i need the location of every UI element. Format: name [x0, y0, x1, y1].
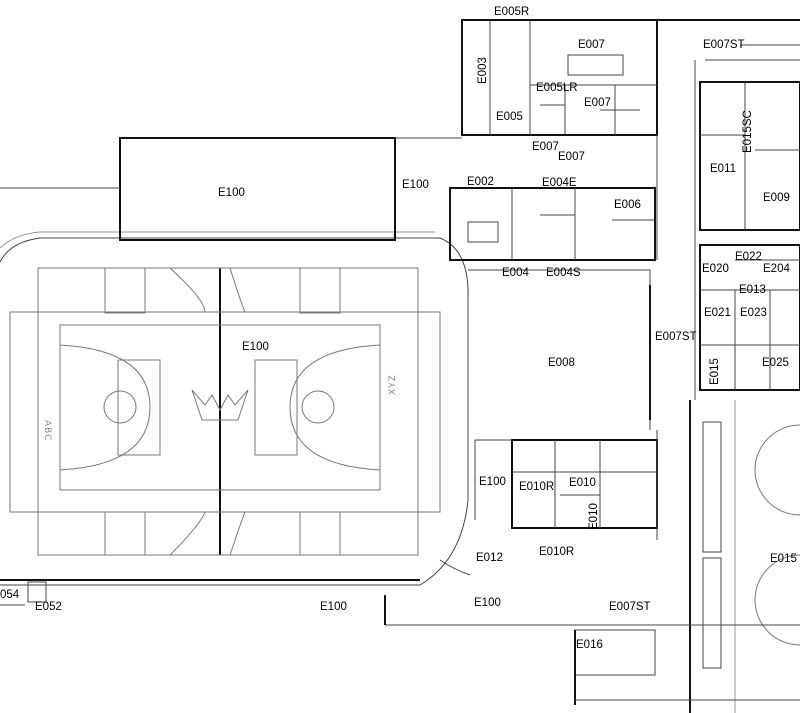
room-label-e004e: E004E [542, 177, 577, 189]
room-label-e004s: E004S [546, 267, 581, 279]
room-label-e005: E005 [496, 111, 523, 123]
room-label-e007st-top: E007ST [703, 39, 745, 51]
room-label-e010r-b: E010R [539, 546, 574, 558]
corridor-top [657, 19, 800, 61]
corridor-bottom [0, 579, 800, 705]
room-label-e010-v: E010 [588, 503, 600, 530]
room-label-e100-bl: E100 [320, 601, 347, 613]
room-label-e022: E022 [735, 251, 762, 263]
room-block-e020 [699, 244, 800, 391]
room-label-e016: E016 [576, 639, 603, 651]
room-label-e007st-mid: E007ST [655, 331, 697, 343]
room-label-e005lr: E005LR [536, 82, 578, 94]
room-labels: E005R E007 E007ST E003 E005LR E007 E005 … [0, 6, 797, 651]
room-label-e100-corr: E100 [402, 179, 429, 191]
room-e008 [468, 269, 651, 430]
room-label-e007st-bot: E007ST [609, 601, 651, 613]
room-label-e100-top: E100 [218, 187, 245, 199]
room-label-e004: E004 [502, 267, 529, 279]
room-label-e052: E052 [35, 601, 62, 613]
room-label-e054: 054 [0, 589, 20, 601]
room-label-e020: E020 [702, 263, 729, 275]
room-label-e025: E025 [762, 357, 789, 369]
room-label-e021: E021 [704, 307, 731, 319]
room-label-e204: E204 [763, 263, 790, 275]
room-label-e007-mid: E007 [584, 97, 611, 109]
room-label-e011: E011 [710, 163, 736, 175]
corridor-walls [395, 60, 696, 576]
room-label-e008: E008 [548, 357, 575, 369]
room-block-e011 [699, 81, 800, 231]
room-label-e003: E003 [477, 57, 489, 84]
svg-text:XYZ: XYZ [388, 374, 398, 395]
room-label-e013: E013 [739, 284, 766, 296]
room-label-e002: E002 [467, 176, 494, 188]
svg-text:ABC: ABC [42, 420, 52, 441]
room-label-e023: E023 [740, 307, 767, 319]
room-label-e012: E012 [476, 552, 503, 564]
room-label-e100-gym: E100 [242, 341, 269, 353]
room-label-e015-v: E015 [709, 358, 721, 385]
room-label-e015: E015 [770, 553, 797, 565]
room-label-e007-a: E007 [532, 141, 559, 153]
room-label-e100-bot: E100 [474, 597, 501, 609]
room-label-e100-low: E100 [479, 476, 506, 488]
room-label-e009: E009 [763, 192, 790, 204]
room-block-e100-top [0, 137, 396, 241]
room-label-e010r-a: E010R [519, 481, 554, 493]
room-label-e010: E010 [569, 477, 596, 489]
room-label-e007-b: E007 [558, 151, 585, 163]
room-block-e007 [461, 19, 658, 136]
room-label-e005r: E005R [494, 6, 529, 18]
room-label-e015sc: E015SC [742, 110, 754, 153]
room-block-e002 [449, 187, 656, 261]
room-label-e007-top: E007 [578, 39, 605, 51]
room-e015 [689, 400, 800, 713]
gymnasium: ABC XYZ [0, 231, 469, 586]
room-label-e006: E006 [614, 199, 641, 211]
